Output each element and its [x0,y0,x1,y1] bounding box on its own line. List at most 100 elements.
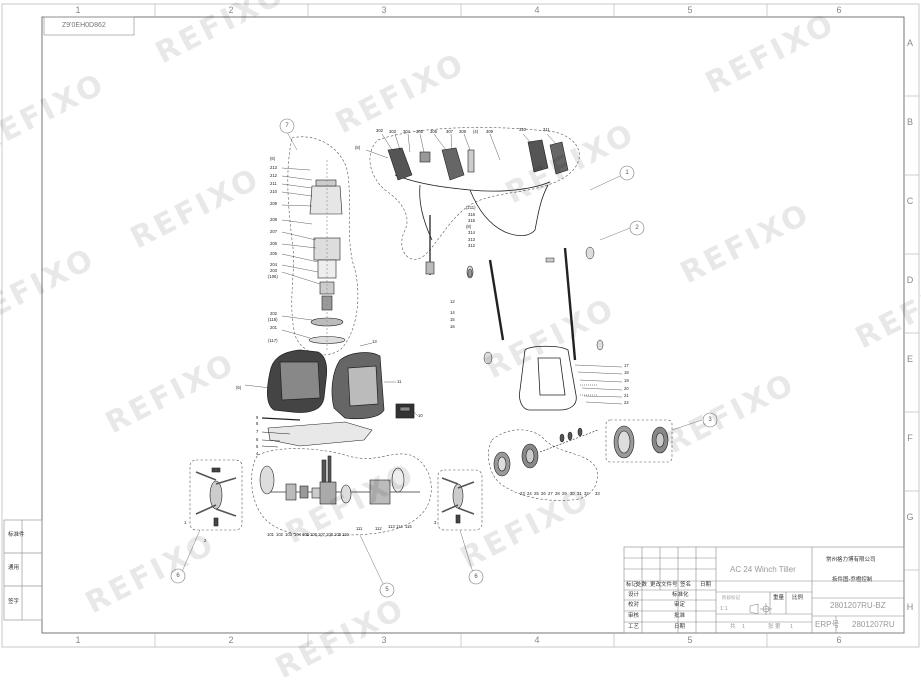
erp-number: 2801207RU [852,620,895,629]
part-label: 4 [256,451,259,456]
part-label: 110 [342,532,349,537]
row-label: 工艺 [628,624,640,630]
part-label: 32 [584,491,589,496]
part-label: (4) [473,129,479,134]
shaft-frame [488,247,577,411]
part-label: 201 [270,325,277,330]
part-label: 106 [310,532,317,537]
motor-leaders [281,167,321,339]
zone-row-f: F [907,433,913,443]
part-label: 27 [548,491,553,496]
drawing-name: 拆件图-乔橙控制 [832,577,873,583]
part-label: 316 [468,212,475,217]
part-label: 313 [468,237,475,242]
zone-col-2-bottom: 2 [228,635,234,645]
callout-7: 7 [285,123,289,129]
tine-assembly [259,455,420,505]
part-label: 3 [434,520,437,525]
part-label: 19 [624,378,629,383]
frame-upright [563,247,577,361]
zone-col-1-top: 1 [75,5,81,15]
callout-circles [170,118,718,598]
part-label: 205 [270,251,277,256]
wheel-frame [519,345,577,411]
sheet-label: 共 [730,624,736,630]
callout-6-left: 6 [176,573,180,579]
row-label: 日期 [674,624,686,630]
part-label: (6) [270,156,276,161]
part-label: (211) [466,205,476,210]
top-left-code: Z9'0EH0D862 [62,22,106,29]
part-label: (117) [268,338,278,343]
part-label: 303 [389,129,396,134]
zone-col-5-top: 5 [687,5,693,15]
weight-label: 重量 [773,595,785,601]
row-label: 批准 [674,613,686,619]
motor-column [308,160,346,350]
scale-value: 1:1 [720,606,728,612]
frame-parts [467,246,604,396]
part-label: 314 [468,230,475,235]
callout-5: 5 [385,587,389,593]
shield-plates [261,417,373,448]
company-name: 常州格力博有限公司 [826,557,876,563]
part-label: (8) [466,224,472,229]
part-label: 206 [270,241,277,246]
zone-col-4-bottom: 4 [534,635,540,645]
part-label: 306 [430,129,437,134]
part-label: 15 [450,317,455,322]
part-label: 108 [326,532,333,537]
part-label: 17 [624,363,629,368]
left-strip-label: 通用 [8,565,20,571]
tine-hub-right [391,467,405,493]
sheet-of-label: 张 第 [768,624,781,630]
header-cell: 标记 [626,582,638,588]
part-label: 115 [405,524,412,529]
callout-6-right: 6 [474,574,478,580]
part-label: 7 [256,429,259,434]
part-label: 305 [416,129,423,134]
motor-group-outline [287,136,359,356]
part-label: (8) [355,145,361,150]
zone-col-5-bottom: 5 [687,635,693,645]
row-label: 设计 [628,592,640,598]
row-label: 审核 [628,613,640,619]
stage-label: 阶段标记 [722,595,740,600]
part-label: 26 [541,491,546,496]
drawing-canvas [1,3,920,648]
header-cell: 处数 [636,582,648,588]
part-label: 112 [375,526,382,531]
part-label: 2 [204,538,207,543]
wheel-detail-outline [605,419,673,463]
erp-label: ERP号 [815,620,840,629]
part-label: 9 [256,415,259,420]
part-label: 10 [418,413,423,418]
title-block-grid [623,546,905,634]
zone-col-3-bottom: 3 [381,635,387,645]
part-label: 24 [527,491,532,496]
part-label: 23 [520,491,525,496]
scale-label: 比例 [792,595,804,601]
part-label: 315 [468,218,475,223]
part-label: 208 [270,217,277,222]
part-label: 11 [397,379,402,384]
part-label: 25 [534,491,539,496]
part-label: 107 [318,532,325,537]
zone-row-a: A [906,38,913,48]
zone-col-6-top: 6 [836,5,842,15]
header-cell: 更改文件号 [650,582,678,588]
part-label: 33 [595,491,600,496]
handle-leaders [365,133,557,161]
housing-leaders [244,342,419,417]
zone-row-h: H [906,602,914,612]
zone-col-1-bottom: 1 [75,635,81,645]
left-tine [195,467,237,527]
part-label: 210 [270,189,277,194]
zone-col-6-bottom: 6 [836,635,842,645]
housings [267,349,415,420]
zone-col-4-top: 4 [534,5,540,15]
part-label: 309 [486,129,493,134]
part-label: 111 [356,526,363,531]
left-strip [3,519,43,621]
